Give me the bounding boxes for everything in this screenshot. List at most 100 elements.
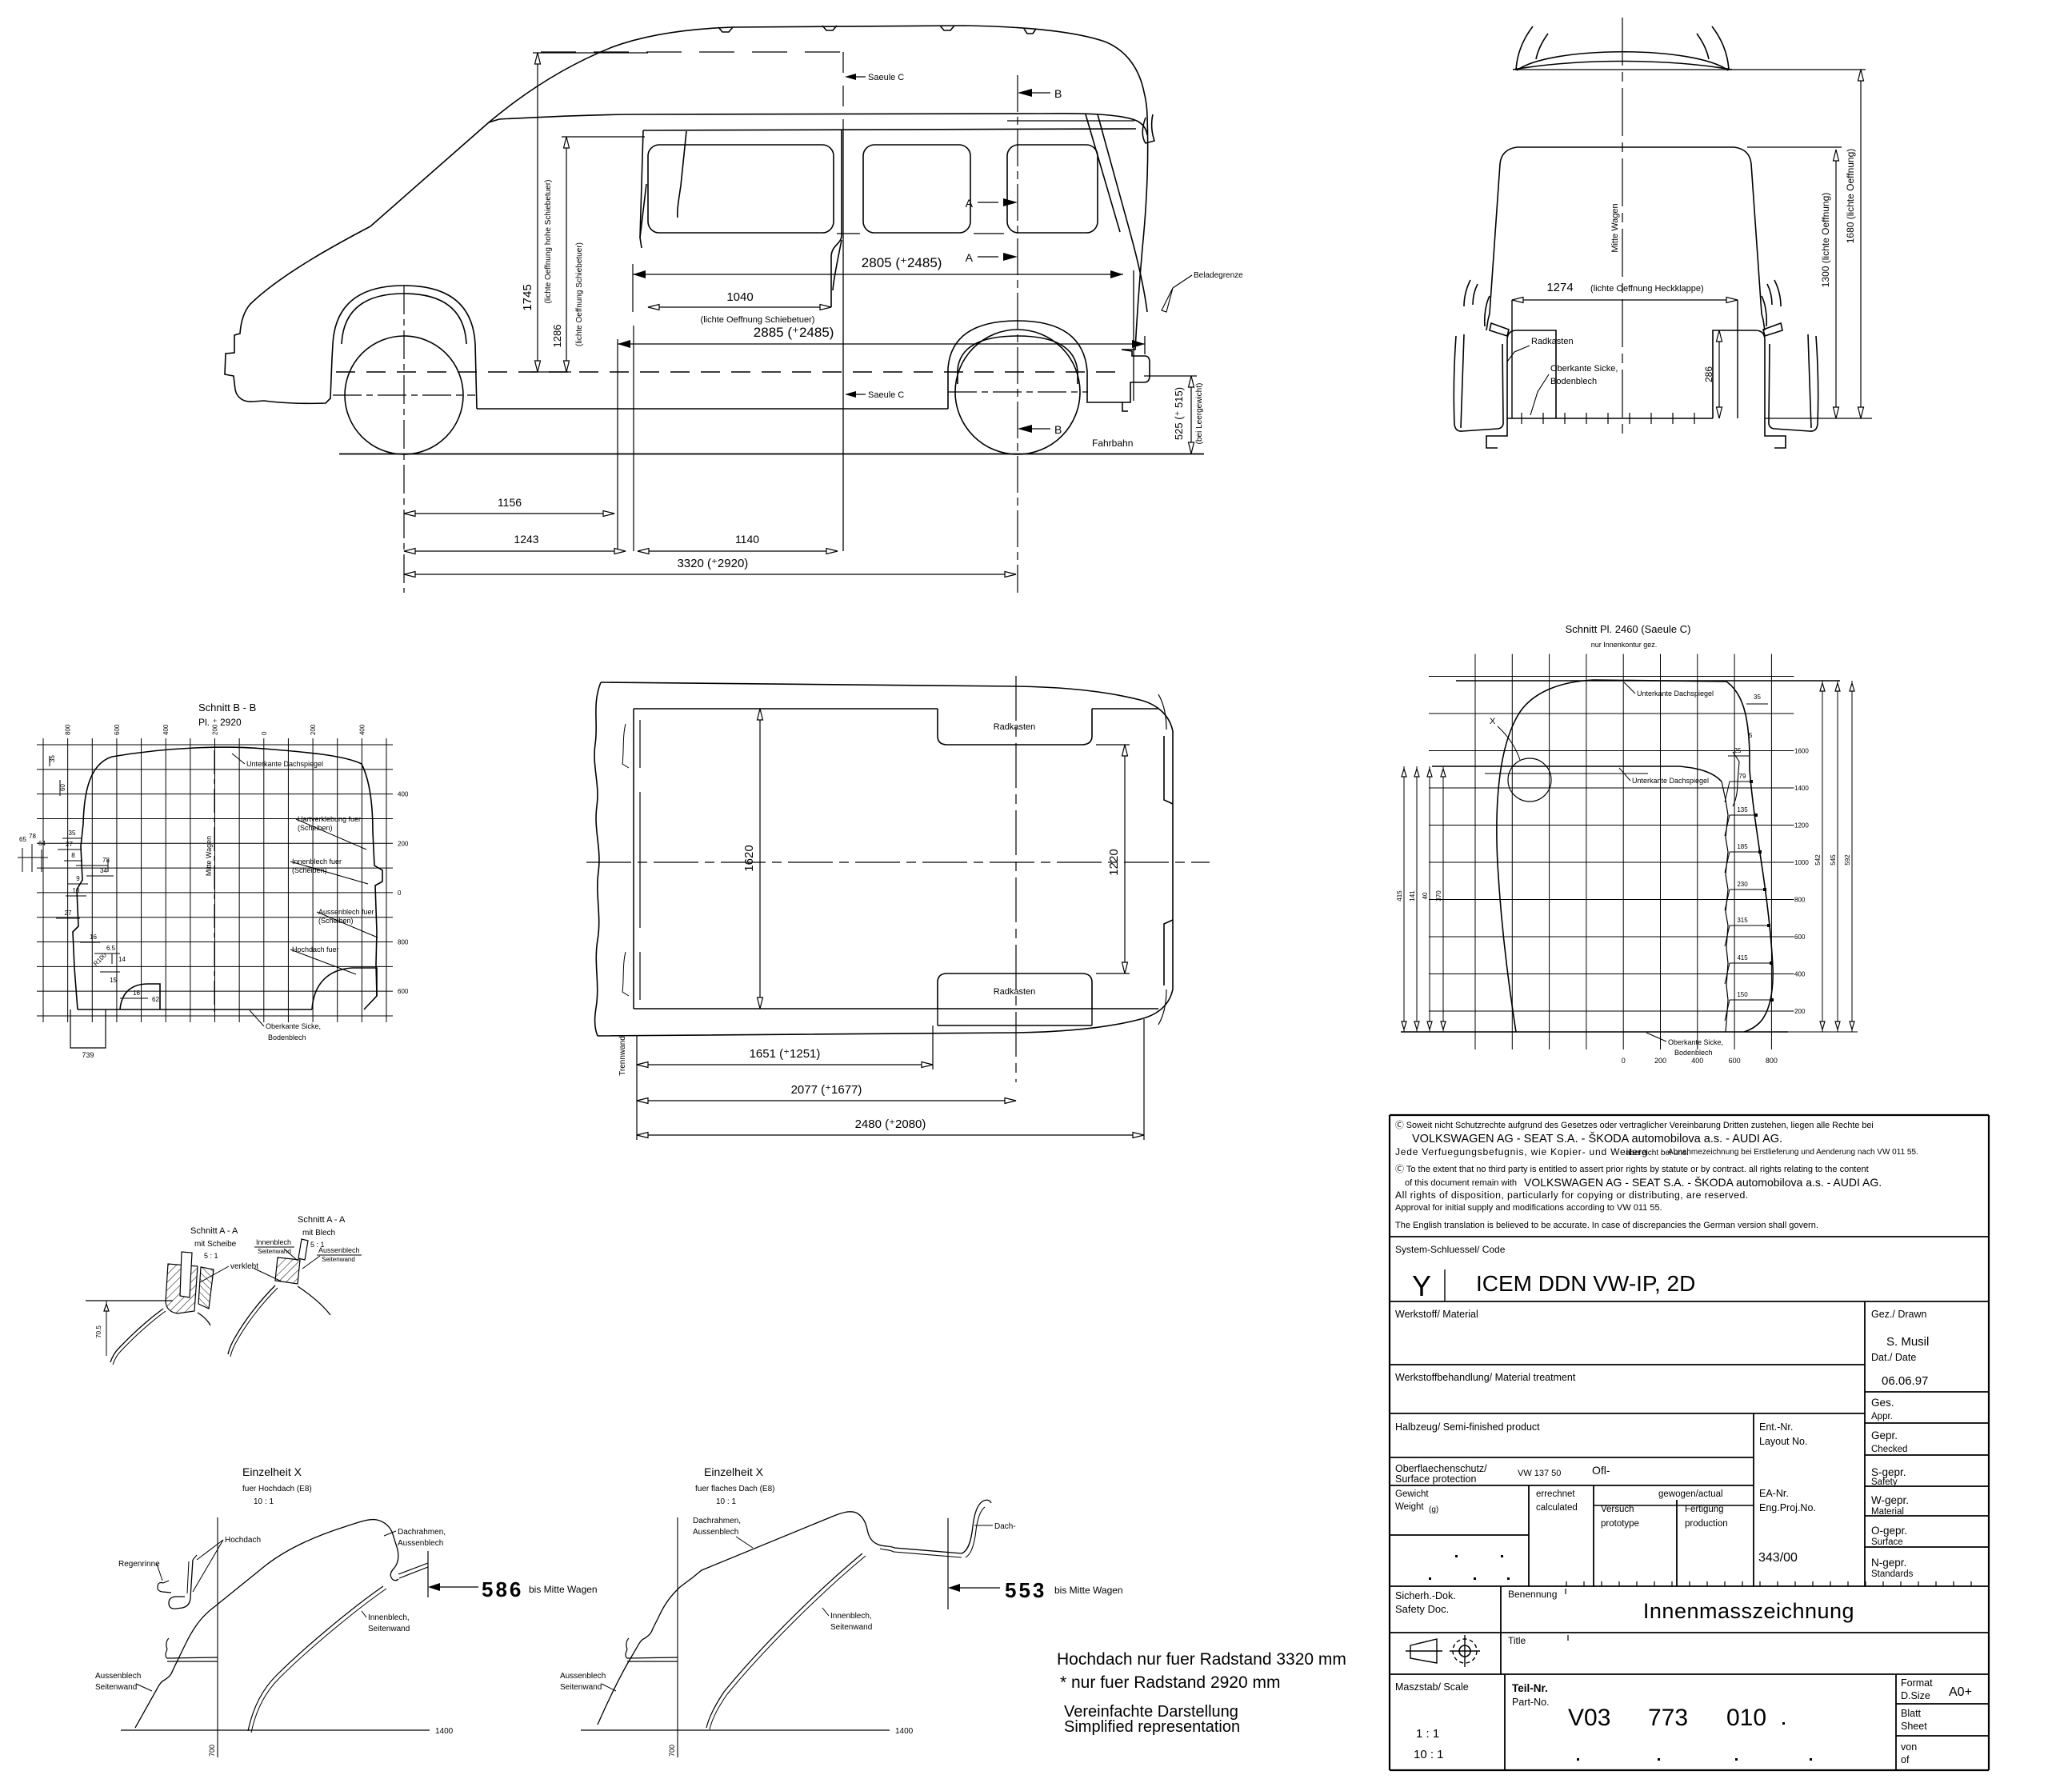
svg-text:343/00: 343/00: [1758, 1551, 1798, 1565]
svg-text:800: 800: [65, 724, 72, 735]
svg-text:Werkstoff/ Material: Werkstoff/ Material: [1395, 1309, 1478, 1320]
svg-text:bis Mitte Wagen: bis Mitte Wagen: [529, 1584, 598, 1595]
svg-text:1651 (⁺1251): 1651 (⁺1251): [750, 1047, 821, 1061]
svg-text:1000: 1000: [1794, 859, 1809, 866]
svg-text:prototype: prototype: [1601, 1519, 1639, 1529]
svg-text:415: 415: [1737, 954, 1748, 961]
svg-text:0: 0: [261, 731, 268, 735]
svg-text:Radkasten: Radkasten: [994, 987, 1036, 997]
svg-text:W-gepr.: W-gepr.: [1871, 1494, 1909, 1506]
svg-text:400: 400: [398, 791, 409, 798]
svg-text:1286: 1286: [551, 325, 563, 348]
svg-text:Part-No.: Part-No.: [1512, 1697, 1550, 1708]
svg-text:Innenmasszeichnung: Innenmasszeichnung: [1643, 1599, 1854, 1623]
svg-text:Hochdach nur fuer Radstand 332: Hochdach nur fuer Radstand 3320 mm: [1057, 1650, 1346, 1669]
svg-text:mit Scheibe: mit Scheibe: [194, 1240, 237, 1249]
svg-text:of: of: [1901, 1754, 1910, 1765]
svg-text:78: 78: [29, 833, 36, 840]
svg-text:Surface protection: Surface protection: [1395, 1473, 1476, 1485]
svg-text:Einzelheit X: Einzelheit X: [704, 1465, 764, 1478]
svg-text:A: A: [966, 197, 974, 210]
svg-text:Checked: Checked: [1871, 1445, 1907, 1454]
svg-text:Innenblech fuer: Innenblech fuer: [292, 858, 342, 866]
svg-text:nur Innenkontur gez.: nur Innenkontur gez.: [1591, 641, 1658, 649]
svg-text:78: 78: [102, 857, 110, 864]
svg-text:200: 200: [1654, 1057, 1666, 1065]
svg-text:553: 553: [1005, 1578, 1046, 1602]
svg-text:Material: Material: [1871, 1507, 1904, 1517]
svg-text:60: 60: [59, 784, 66, 791]
svg-text:40: 40: [1422, 892, 1429, 899]
svg-text:production: production: [1685, 1519, 1728, 1529]
svg-text:(lichte Oeffnung Heckklappe): (lichte Oeffnung Heckklappe): [1590, 284, 1704, 294]
svg-text:370: 370: [1435, 890, 1442, 901]
svg-text:Hochdach fuer: Hochdach fuer: [292, 945, 339, 953]
svg-text:25: 25: [1734, 747, 1742, 754]
svg-text:Hochdach: Hochdach: [225, 1536, 261, 1545]
svg-text:Schnitt B - B: Schnitt B - B: [198, 702, 256, 714]
svg-text:N-gepr.: N-gepr.: [1871, 1557, 1906, 1569]
svg-text:35: 35: [69, 830, 76, 837]
svg-text:Jede Verfuegungsbefugnis, wie: Jede Verfuegungsbefugnis, wie Kopier- un…: [1395, 1146, 1648, 1157]
svg-text:Radkasten: Radkasten: [1531, 337, 1574, 346]
svg-text:Innenblech,: Innenblech,: [830, 1612, 872, 1621]
svg-text:1274: 1274: [1546, 281, 1573, 294]
svg-text:200: 200: [212, 724, 219, 735]
svg-text:10 : 1: 10 : 1: [1414, 1748, 1444, 1761]
svg-text:06.06.97: 06.06.97: [1882, 1374, 1928, 1388]
svg-text:Maszstab/ Scale: Maszstab/ Scale: [1395, 1681, 1469, 1693]
svg-text:525 (⁺ 515): 525 (⁺ 515): [1173, 387, 1185, 440]
svg-text:Approval for initial supply an: Approval for initial supply and modifica…: [1395, 1203, 1662, 1213]
svg-text:⁺2485): ⁺2485): [792, 325, 834, 340]
svg-text:700: 700: [208, 1745, 216, 1757]
svg-text:135: 135: [1737, 806, 1748, 814]
svg-text:Simplified representation: Simplified representation: [1064, 1718, 1240, 1736]
svg-text:Ent.-Nr.: Ent.-Nr.: [1759, 1421, 1793, 1433]
svg-text:600: 600: [114, 724, 121, 735]
svg-text:16: 16: [133, 989, 140, 997]
svg-text:Ⓒ Soweit nicht Schutzrechte au: Ⓒ Soweit nicht Schutzrechte aufgrund des…: [1395, 1120, 1874, 1130]
svg-text:(bei Leergewicht): (bei Leergewicht): [1195, 383, 1204, 445]
svg-text:79: 79: [1739, 773, 1746, 780]
svg-text:Mitte Wagen: Mitte Wagen: [1610, 203, 1620, 252]
svg-text:gewogen/actual: gewogen/actual: [1658, 1489, 1723, 1499]
svg-text:Saeule C: Saeule C: [868, 73, 904, 82]
svg-text:Seitenwand: Seitenwand: [560, 1683, 602, 1692]
svg-text:400: 400: [162, 724, 170, 735]
svg-text:(lichte Oeffnung Schiebetuer): (lichte Oeffnung Schiebetuer): [701, 315, 815, 325]
svg-text:Eng.Proj.No.: Eng.Proj.No.: [1759, 1502, 1816, 1513]
svg-text:400: 400: [1794, 971, 1806, 978]
svg-text:Oberkante Sicke,: Oberkante Sicke,: [266, 1022, 321, 1030]
svg-text:15: 15: [110, 977, 117, 984]
svg-text:Werkstoffbehandlung/ Material: Werkstoffbehandlung/ Material treatment: [1395, 1372, 1576, 1383]
svg-text:1200: 1200: [1794, 822, 1809, 830]
svg-text:2077 (⁺1677): 2077 (⁺1677): [791, 1083, 862, 1097]
svg-text:Standards: Standards: [1871, 1569, 1914, 1579]
svg-text:600: 600: [1794, 933, 1806, 941]
svg-text:Sicherh.-Dok.: Sicherh.-Dok.: [1395, 1590, 1456, 1601]
svg-text:739: 739: [82, 1051, 94, 1059]
svg-text:Bodenblech: Bodenblech: [268, 1033, 306, 1041]
svg-text:141: 141: [1409, 890, 1416, 901]
svg-text:Unterkante Dachspiegel: Unterkante Dachspiegel: [1632, 777, 1709, 785]
svg-text:Format: Format: [1901, 1677, 1933, 1689]
svg-text:545: 545: [1830, 854, 1837, 866]
svg-text:9: 9: [76, 875, 80, 882]
svg-text:70.5: 70.5: [95, 1325, 102, 1338]
svg-text:mit Blech: mit Blech: [302, 1229, 335, 1237]
svg-text:Aussenblech: Aussenblech: [560, 1672, 606, 1681]
svg-text:Oberflaechenschutz/: Oberflaechenschutz/: [1395, 1463, 1487, 1474]
svg-text:Unterkante Dachspiegel: Unterkante Dachspiegel: [1637, 690, 1714, 698]
svg-text:Teil-Nr.: Teil-Nr.: [1512, 1682, 1548, 1694]
svg-text:Bodenblech: Bodenblech: [1550, 377, 1597, 386]
svg-text:286: 286: [1703, 366, 1714, 382]
svg-text:200: 200: [310, 724, 317, 735]
svg-text:B: B: [1054, 423, 1062, 436]
svg-text:600: 600: [398, 988, 409, 995]
svg-text:Dat./ Date: Dat./ Date: [1871, 1352, 1916, 1363]
svg-text:(lichte Oeffnung hohe Schiebet: (lichte Oeffnung hohe Schiebetuer): [544, 180, 553, 304]
svg-text:VOLKSWAGEN AG - SEAT S.A. - ŠK: VOLKSWAGEN AG - SEAT S.A. - ŠKODA automo…: [1524, 1176, 1882, 1189]
svg-text:16: 16: [90, 933, 97, 941]
svg-text:Hartverklebung fuer: Hartverklebung fuer: [298, 815, 361, 823]
svg-text:fuer Hochdach (E8): fuer Hochdach (E8): [242, 1485, 312, 1493]
